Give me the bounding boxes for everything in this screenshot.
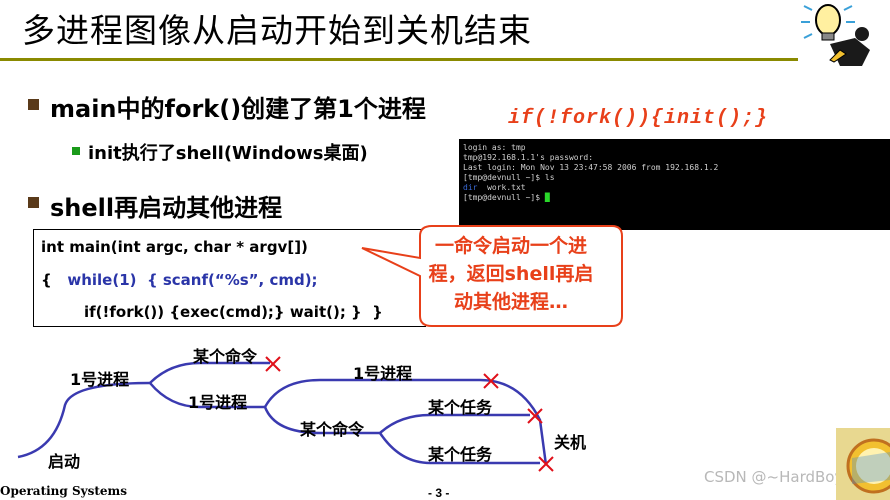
callout-line-1: 一命令启动一个进 [410,232,612,260]
label-task-2: 某个任务 [428,441,492,465]
code-line-2: while(1) { scanf(“%s”, cmd); [67,271,317,289]
os-logo-icon [836,428,890,500]
label-cmd-mid: 某个命令 [300,416,364,440]
terminal-line: work.txt [487,183,526,192]
label-shutdown: 关机 [554,429,586,453]
lightbulb-thinker-icon [800,0,890,66]
label-cmd-top: 某个命令 [193,343,257,367]
flow-start-line [18,383,150,457]
terminal-screenshot: login as: tmp tmp@192.168.1.1's password… [459,139,890,230]
bullet-init-shell: init执行了shell(Windows桌面) [88,139,368,165]
fork-init-code: if(!fork()){init();} [508,107,768,130]
label-proc1-c: 1号进程 [353,360,412,384]
callout-line-2: 程，返回shell再启 [410,260,612,288]
code-line-1: int main(int argc, char * argv[]) [41,238,308,256]
label-proc1-a: 1号进程 [70,366,129,390]
terminal-line: login as: tmp [463,143,886,153]
terminal-line: Last login: Mon Nov 13 23:47:58 2006 fro… [463,163,886,173]
code-brace: { [41,271,52,289]
terminal-cursor: █ [545,193,550,202]
terminal-dir-entry: dir [463,183,487,192]
bullet-square-1 [28,99,39,110]
code-line-3: if(!fork()) {exec(cmd);} wait(); } } [84,303,383,321]
callout-text: 一命令启动一个进 程，返回shell再启 动其他进程… [410,232,612,316]
label-proc1-b: 1号进程 [188,389,247,413]
terminal-line: tmp@192.168.1.1's password: [463,153,886,163]
terminal-line: [tmp@devnull ~]$ ls [463,173,886,183]
label-task-1: 某个任务 [428,394,492,418]
slide-title: 多进程图像从启动开始到关机结束 [22,4,532,52]
title-rule [0,58,798,61]
bullet-square-3 [28,197,39,208]
csdn-watermark: CSDN @~HardBoy~ [704,468,856,486]
bullet-shell-restart: shell再启动其他进程 [50,188,282,223]
callout-line-3: 动其他进程… [410,288,612,316]
bullet-main-fork: main中的fork()创建了第1个进程 [50,89,426,124]
label-start: 启动 [48,448,80,472]
footer-page-number: - 3 - [428,486,449,500]
bullet-square-2 [72,147,80,155]
terminal-line: [tmp@devnull ~]$ [463,193,545,202]
footer-course: Operating Systems [0,484,127,498]
